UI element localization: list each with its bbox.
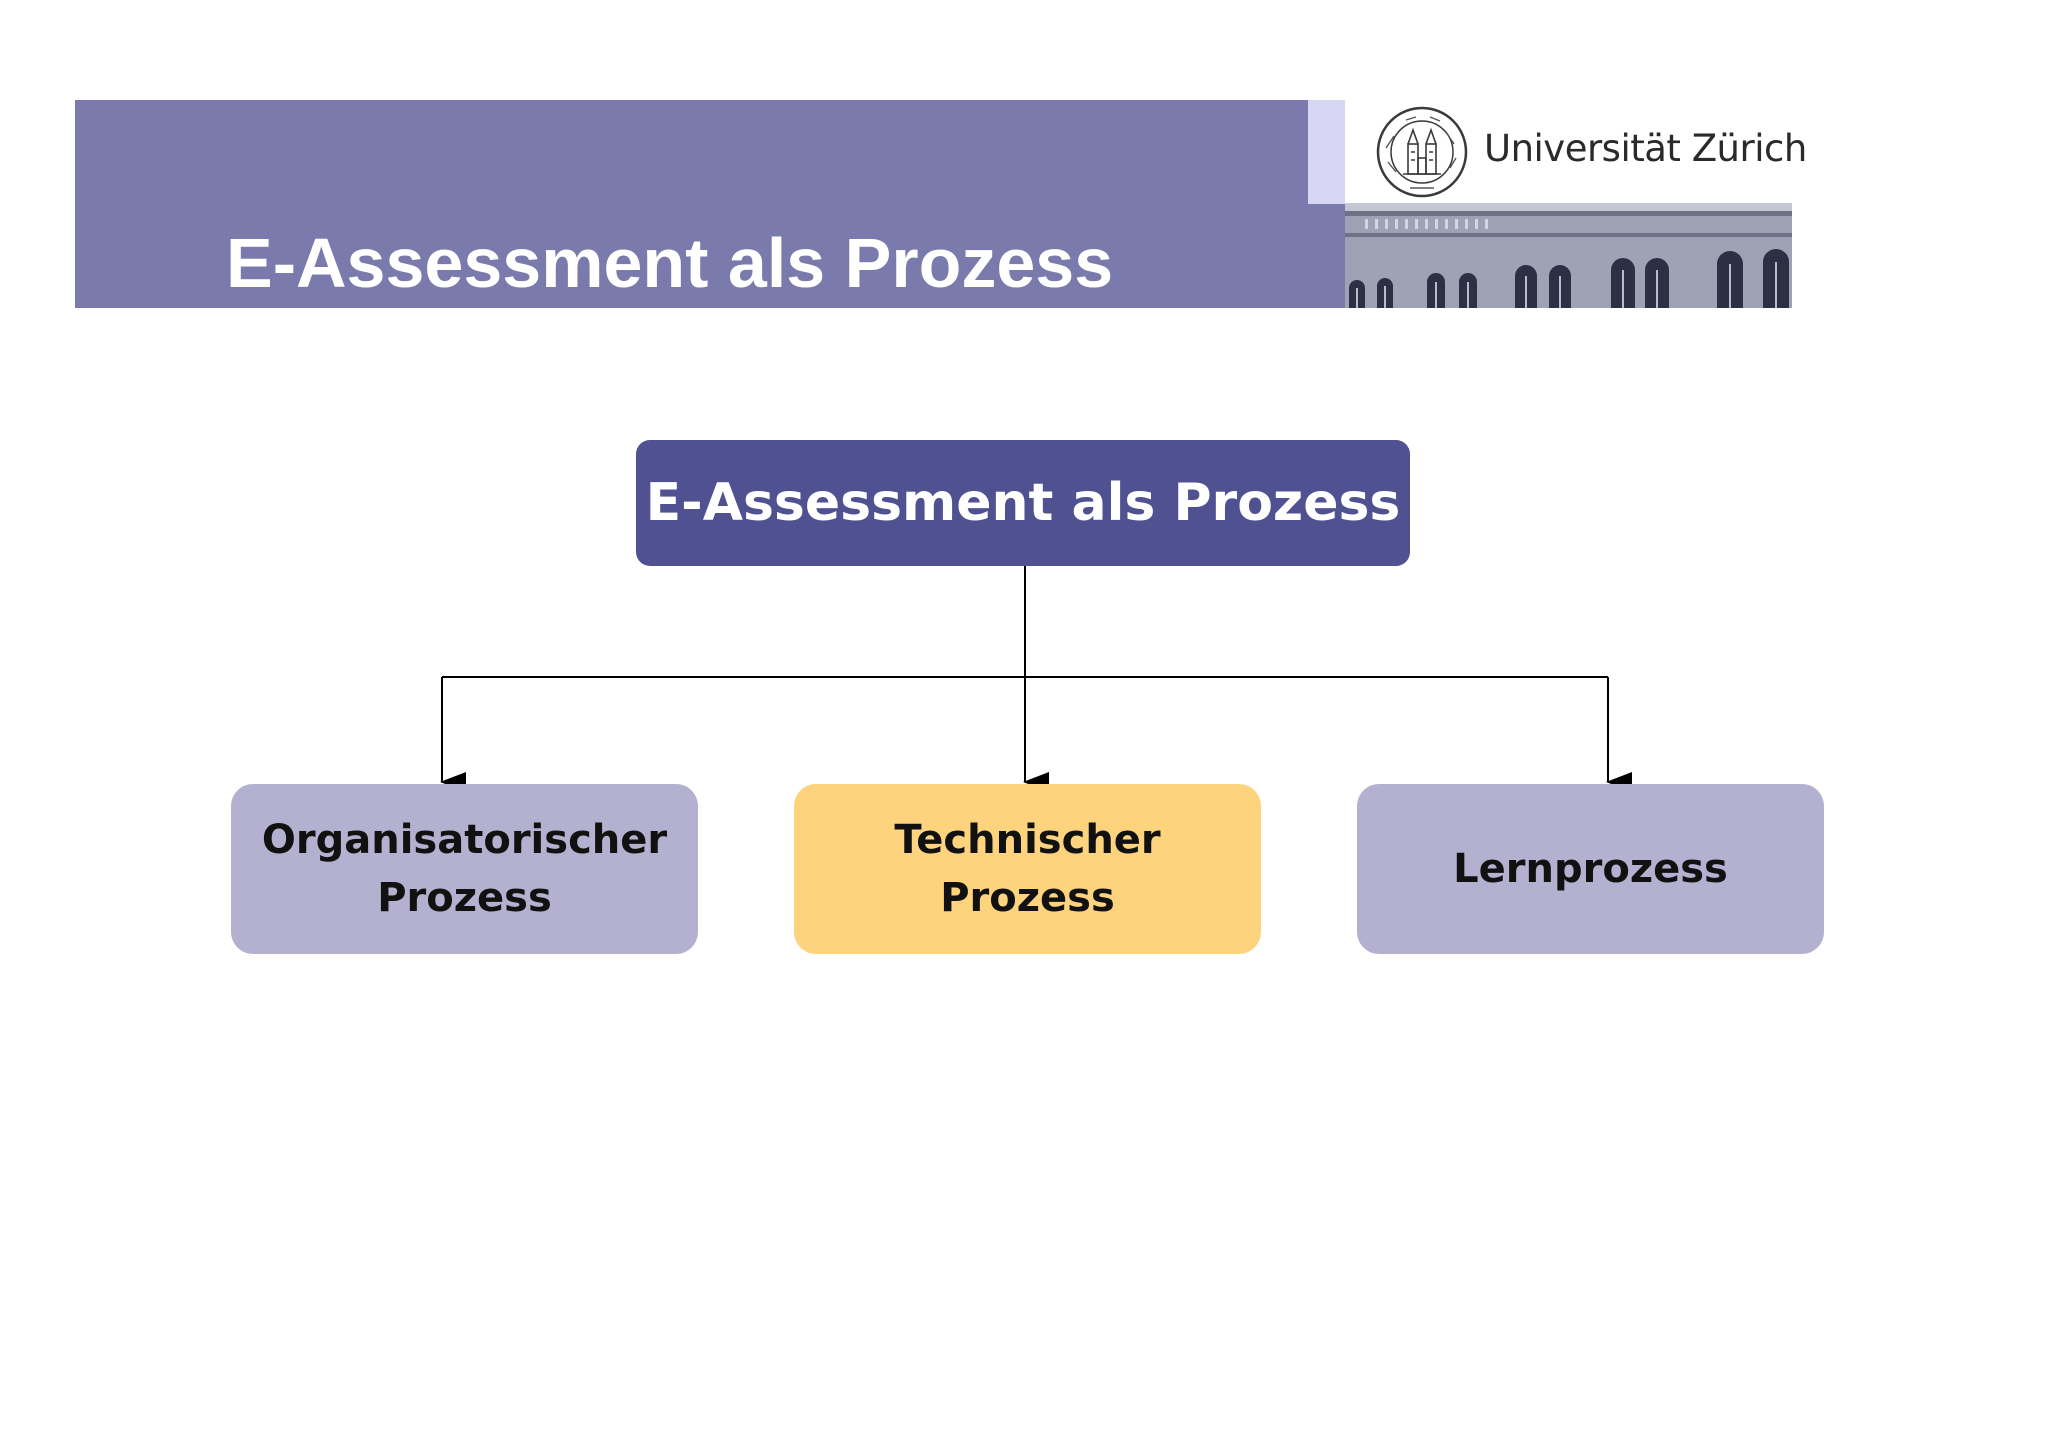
root-node: E-Assessment als Prozess <box>636 440 1410 566</box>
root-node-label: E-Assessment als Prozess <box>645 473 1401 533</box>
node-label: Lernprozess <box>1453 846 1728 892</box>
node-technischer-prozess: Technischer Prozess <box>794 784 1261 954</box>
university-building-photo <box>1345 203 1792 308</box>
node-label: Technischer Prozess <box>894 817 1161 921</box>
slide-title: E-Assessment als Prozess <box>226 224 1114 302</box>
university-seal-icon <box>1376 106 1468 198</box>
title-band-tab <box>1308 100 1345 204</box>
node-lernprozess: Lernprozess <box>1357 784 1824 954</box>
node-organisatorischer-prozess: Organisatorischer Prozess <box>231 784 698 954</box>
title-band <box>75 100 1345 308</box>
institution-name: Universität Zürich <box>1484 127 1807 170</box>
node-label: Organisatorischer Prozess <box>261 817 668 921</box>
